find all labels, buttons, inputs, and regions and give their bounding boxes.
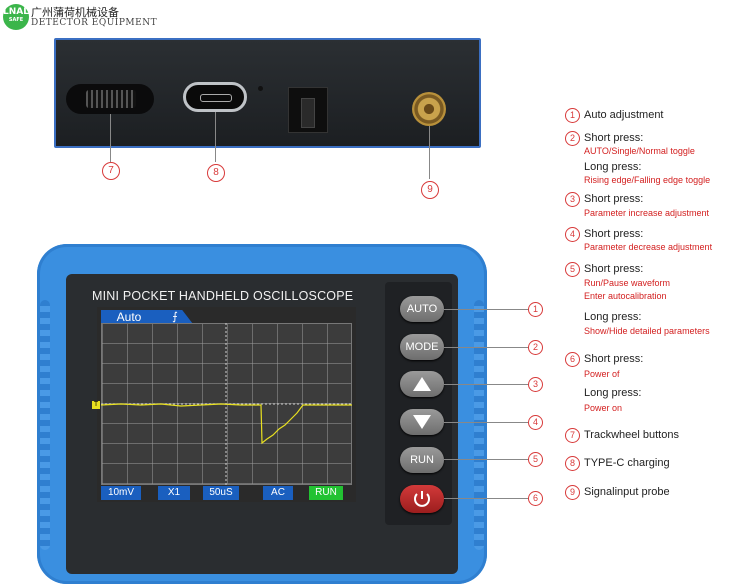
callout-line-6 — [444, 498, 528, 499]
callout-line-9 — [429, 126, 430, 179]
status-probe-mult: X1 — [158, 486, 190, 500]
slide-switch[interactable] — [288, 87, 328, 133]
legend-num-2: 2 — [565, 131, 580, 146]
up-arrow-icon — [413, 377, 431, 391]
callout-5: 5 — [528, 452, 543, 467]
device-title: MINI POCKET HANDHELD OSCILLOSCOPE — [92, 289, 354, 303]
callout-7: 7 — [102, 162, 120, 180]
trigger-mode-tab: Auto — [101, 310, 157, 324]
callout-6: 6 — [528, 491, 543, 506]
legend-num-9: 9 — [565, 485, 580, 500]
legend-num-6: 6 — [565, 352, 580, 367]
signal-trace — [101, 403, 352, 445]
trigger-edge-icon: ⨍ — [157, 310, 193, 324]
status-run: RUN — [309, 486, 343, 500]
callout-2: 2 — [528, 340, 543, 355]
callout-9: 9 — [421, 181, 439, 199]
up-button[interactable] — [400, 371, 444, 397]
legend-title-3: Short press: — [584, 193, 644, 205]
mode-button[interactable]: MODE — [400, 334, 444, 360]
legend-line-6a: Power of — [584, 369, 620, 379]
auto-button[interactable]: AUTO — [400, 296, 444, 322]
legend-title-2: Short press: — [584, 132, 644, 144]
callout-3: 3 — [528, 377, 543, 392]
callout-line-1 — [444, 309, 528, 310]
legend-num-4: 4 — [565, 227, 580, 242]
brand-name-cn: 广州蒲荷机械设备 — [31, 6, 119, 19]
legend-title-1: Auto adjustment — [584, 109, 664, 121]
status-voltage-div: 10mV — [101, 486, 141, 500]
legend-title-6b: Long press: — [584, 387, 642, 399]
charge-led — [258, 86, 263, 91]
legend-title-6: Short press: — [584, 353, 644, 365]
legend-line-6b: Power on — [584, 403, 623, 413]
trigger-level-marker: T — [92, 401, 100, 409]
callout-line-5 — [444, 459, 528, 460]
legend-title-2b: Long press: — [584, 161, 642, 173]
bnc-probe-connector — [412, 92, 446, 126]
callout-line-8 — [215, 112, 216, 162]
legend-line-3: Parameter increase adjustment — [584, 208, 710, 218]
legend-line-2a: AUTO/Single/Normal toggle — [584, 146, 695, 156]
status-time-div: 50uS — [203, 486, 239, 500]
callout-4: 4 — [528, 415, 543, 430]
callout-line-7 — [110, 114, 111, 162]
legend-num-1: 1 — [565, 108, 580, 123]
usb-c-port — [183, 82, 247, 112]
status-coupling: AC — [263, 486, 293, 500]
legend-title-8: TYPE-C charging — [584, 457, 670, 469]
down-arrow-icon — [413, 415, 431, 429]
slide-switch-knob — [301, 98, 315, 128]
usb-c-tongue — [200, 94, 232, 102]
power-icon — [414, 491, 430, 507]
button-panel — [385, 282, 452, 525]
brand-logo: LNAL SAFE — [3, 4, 29, 30]
legend-title-5b: Long press: — [584, 311, 642, 323]
bumper-ridge-right — [474, 300, 484, 550]
brand-name-en: DETECTOR EQUIPMENT — [31, 18, 158, 28]
legend-num-3: 3 — [565, 192, 580, 207]
legend-line-2b: Rising edge/Falling edge toggle — [584, 175, 711, 185]
brand-logo-text: LNAL — [3, 7, 29, 17]
legend-line-5a: Run/Pause waveform — [584, 278, 671, 288]
callout-1: 1 — [528, 302, 543, 317]
legend-title-4: Short press: — [584, 228, 644, 240]
legend-title-7: Trackwheel buttons — [584, 429, 679, 441]
legend-line-5b: Enter autocalibration — [584, 291, 667, 301]
legend-num-8: 8 — [565, 456, 580, 471]
callout-line-3 — [444, 384, 528, 385]
run-button[interactable]: RUN — [400, 447, 444, 473]
bumper-ridge-left — [40, 300, 50, 550]
brand-logo-sub: SAFE — [8, 17, 24, 23]
trackwheel[interactable] — [66, 84, 154, 114]
legend-num-5: 5 — [565, 262, 580, 277]
legend-title-5: Short press: — [584, 263, 644, 275]
legend-title-9: Signalinput probe — [584, 486, 670, 498]
down-button[interactable] — [400, 409, 444, 435]
legend-num-7: 7 — [565, 428, 580, 443]
legend-line-4: Parameter decrease adjustment — [584, 242, 713, 252]
callout-line-4 — [444, 422, 528, 423]
callout-8: 8 — [207, 164, 225, 182]
callout-line-2 — [444, 347, 528, 348]
legend-line-5c: Show/Hide detailed parameters — [584, 326, 710, 336]
trackwheel-ridges — [86, 90, 136, 108]
waveform-trace — [101, 323, 352, 485]
power-button[interactable] — [400, 485, 444, 513]
